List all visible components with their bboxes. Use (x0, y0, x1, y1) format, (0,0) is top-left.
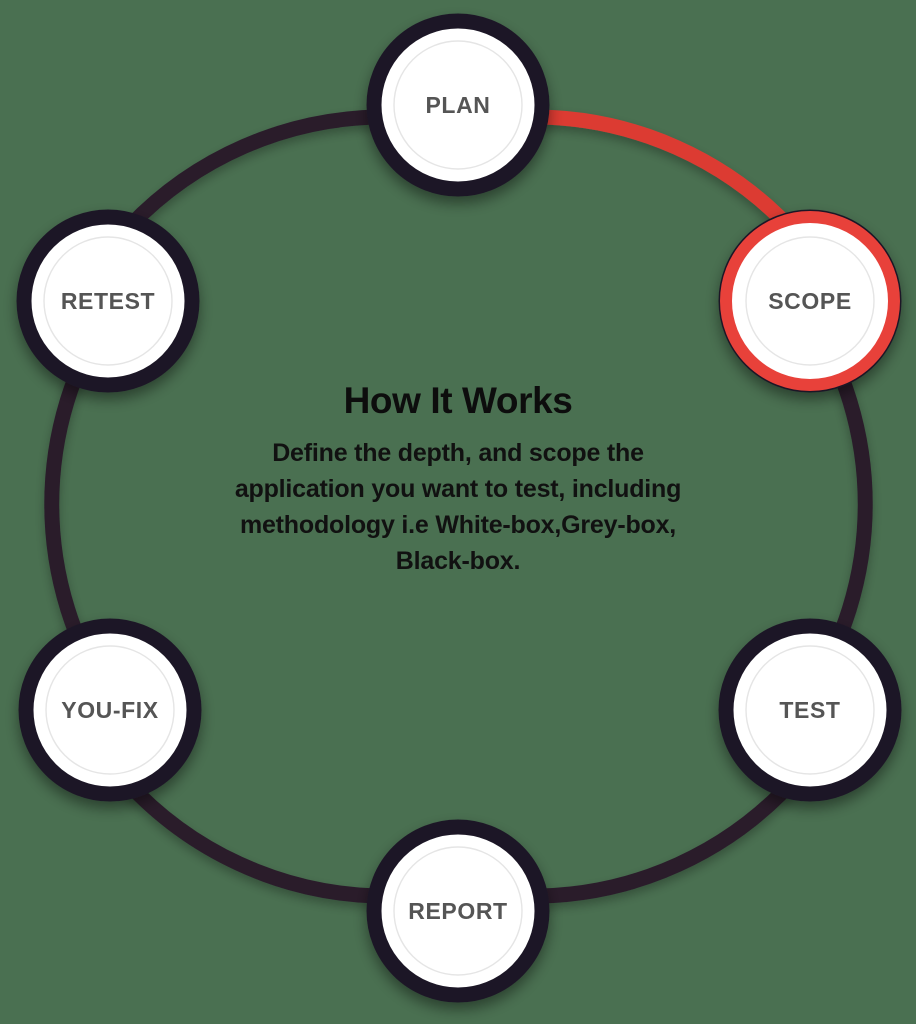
test-node-ring (718, 618, 902, 802)
plan-node-inner-circle (393, 40, 523, 170)
report-node-inner-circle (393, 846, 523, 976)
step-node-test[interactable]: TEST (718, 618, 902, 802)
step-node-report[interactable]: REPORT (366, 819, 550, 1003)
test-node-label: TEST (779, 697, 840, 723)
scope-node-label: SCOPE (768, 288, 852, 314)
plan-node-ring (366, 13, 550, 197)
scope-node-ring-active (720, 211, 900, 391)
connector-plan-to-scope (532, 109, 798, 236)
step-node-scope[interactable]: SCOPE (718, 209, 902, 393)
step-node-you-fix[interactable]: YOU-FIX (18, 618, 202, 802)
retest-node-ring (16, 209, 200, 393)
retest-node-inner-circle (43, 236, 173, 366)
connector-test-to-report (532, 773, 801, 904)
plan-node-label: PLAN (425, 92, 490, 118)
connector-report-to-youfix (118, 773, 384, 904)
you-fix-node-label: YOU-FIX (61, 697, 159, 723)
report-node-label: REPORT (408, 898, 507, 924)
step-node-retest[interactable]: RETEST (16, 209, 200, 393)
scope-node-inner-circle (745, 236, 875, 366)
step-node-plan[interactable]: PLAN (366, 13, 550, 197)
you-fix-node-ring (18, 618, 202, 802)
retest-node-label: RETEST (61, 288, 155, 314)
test-node-inner-circle (745, 645, 875, 775)
report-node-ring (366, 819, 550, 1003)
connector-arcs (44, 109, 873, 904)
you-fix-node-inner-circle (45, 645, 175, 775)
connector-retest-to-plan (122, 109, 388, 234)
